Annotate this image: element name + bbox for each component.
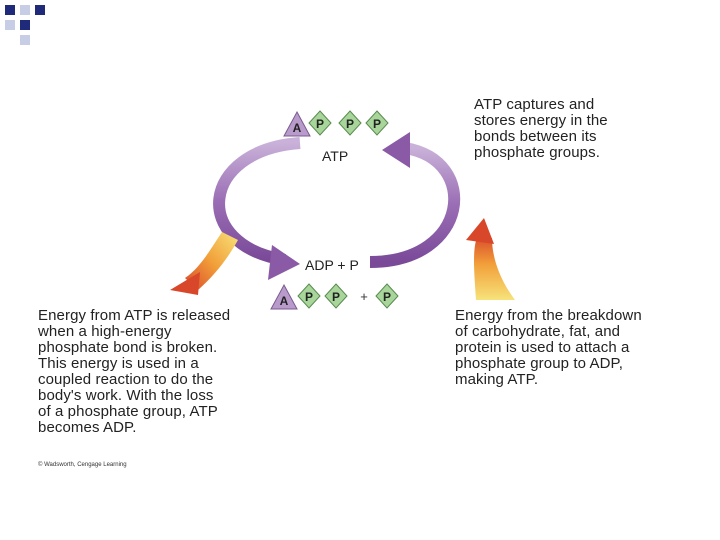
phosphate-diamond <box>338 110 362 136</box>
corner-square <box>5 5 15 15</box>
caption-energy-released: Energy from ATP is released when a high-… <box>38 307 231 436</box>
energy-input-arrowhead <box>466 218 494 244</box>
adp-plus-sign: + <box>360 289 368 304</box>
caption-atp-stores-energy: ATP captures and stores energy in the bo… <box>474 96 608 161</box>
adp-letter-a: A <box>280 294 289 308</box>
adp-label: ADP + P <box>305 257 359 273</box>
atp-letter-a: A <box>293 121 302 135</box>
free-phosphate-diamond <box>375 283 399 309</box>
adp-letter-p1: P <box>305 290 313 304</box>
left-cycle-arrowhead <box>268 245 300 280</box>
phosphate-diamond <box>324 283 348 309</box>
corner-square <box>20 5 30 15</box>
free-phosphate-letter: P <box>383 290 391 304</box>
corner-decoration <box>0 0 60 50</box>
adenosine-triangle <box>270 283 298 310</box>
phosphate-diamond <box>365 110 389 136</box>
phosphate-diamond <box>308 110 332 136</box>
adp-molecule: A P P + P <box>270 283 399 310</box>
atp-label: ATP <box>322 148 349 164</box>
adp-letter-p2: P <box>332 290 340 304</box>
atp-letter-p2: P <box>346 117 354 131</box>
corner-square <box>20 35 30 45</box>
right-cycle-arrow <box>369 142 461 268</box>
copyright-notice: © Wadsworth, Cengage Learning <box>38 462 127 468</box>
caption-energy-attaches-phosphate: Energy from the breakdown of carbohydrat… <box>455 307 642 388</box>
atp-letter-p1: P <box>316 117 324 131</box>
corner-square <box>35 5 45 15</box>
corner-square <box>20 20 30 30</box>
left-cycle-arrow <box>213 137 301 266</box>
atp-letter-p3: P <box>373 117 381 131</box>
corner-square <box>5 20 15 30</box>
energy-release-arrowhead <box>170 272 200 295</box>
phosphate-diamond <box>297 283 321 309</box>
atp-molecule: A P P P <box>283 110 389 137</box>
adenosine-triangle <box>283 110 311 137</box>
right-cycle-arrowhead <box>382 132 410 168</box>
energy-input-arrow <box>474 235 515 300</box>
